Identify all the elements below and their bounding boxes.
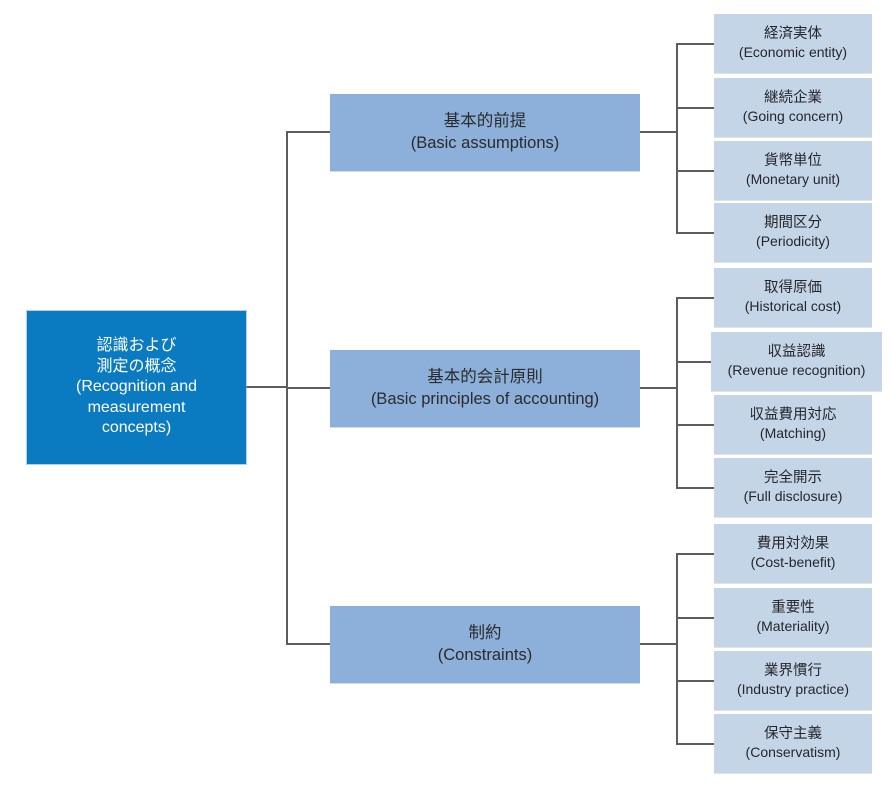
leaf-node-label-jp: 完全開示 [764, 470, 822, 487]
leaf-node-label-en: (Historical cost) [744, 297, 842, 314]
leaf-node-materiality[interactable]: 重要性 (Materiality) [714, 588, 872, 647]
leaf-node-label-jp: 経済実体 [764, 26, 822, 43]
connector-to-branch-3 [286, 643, 332, 645]
connector-branch-1-leaf-2 [676, 107, 715, 109]
connector-branch-3-leaf-1 [676, 553, 715, 555]
leaf-node-label-jp: 重要性 [771, 600, 815, 617]
branch-node-label-jp: 制約 [468, 624, 502, 643]
branch-node-label-jp: 基本的前提 [443, 112, 527, 131]
root-node[interactable]: 認識および 測定の概念 (Recognition and measurement… [27, 311, 246, 464]
branch-node-basic-principles[interactable]: 基本的会計原則 (Basic principles of accounting) [330, 350, 640, 427]
connector-branch-3-spine [676, 553, 678, 744]
branch-node-label-en: (Basic principles of accounting) [370, 389, 600, 408]
leaf-node-label-jp: 業界慣行 [764, 663, 822, 680]
leaf-node-label-jp: 継続企業 [764, 90, 822, 107]
leaf-node-label-en: (Conservatism) [745, 743, 841, 760]
root-node-label-en-3: concepts) [101, 419, 172, 437]
leaf-node-matching[interactable]: 収益費用対応 (Matching) [714, 395, 872, 454]
leaf-node-label-jp: 期間区分 [764, 215, 822, 232]
connector-branch-3-stub [640, 643, 678, 645]
connector-branch-3-leaf-2 [676, 617, 715, 619]
leaf-node-revenue-recognition[interactable]: 収益認識 (Revenue recognition) [711, 332, 882, 391]
root-node-label-jp-1: 認識および [96, 337, 177, 355]
connector-branch-2-leaf-1 [676, 297, 715, 299]
connector-branch-1-leaf-4 [676, 232, 715, 234]
connector-branch-1-spine [676, 43, 678, 233]
branch-node-constraints[interactable]: 制約 (Constraints) [330, 606, 640, 683]
connector-branch-2-leaf-3 [676, 424, 715, 426]
root-node-label-en-1: (Recognition and [76, 378, 197, 396]
leaf-node-label-en: (Full disclosure) [743, 487, 843, 504]
branch-node-label-en: (Constraints) [437, 645, 533, 664]
connector-branch-1-leaf-1 [676, 43, 715, 45]
leaf-node-label-jp: 貨幣単位 [764, 153, 822, 170]
leaf-node-label-jp: 収益費用対応 [749, 407, 837, 424]
leaf-node-historical-cost[interactable]: 取得原価 (Historical cost) [714, 268, 872, 327]
connector-branch-2-leaf-2 [676, 361, 712, 363]
leaf-node-label-jp: 保守主義 [764, 726, 822, 743]
leaf-node-label-en: (Revenue recognition) [727, 361, 866, 378]
connector-branch-3-leaf-4 [676, 743, 715, 745]
leaf-node-cost-benefit[interactable]: 費用対効果 (Cost-benefit) [714, 524, 872, 583]
leaf-node-industry-practice[interactable]: 業界慣行 (Industry practice) [714, 651, 872, 710]
leaf-node-periodicity[interactable]: 期間区分 (Periodicity) [714, 203, 872, 262]
leaf-node-label-jp: 取得原価 [764, 280, 822, 297]
connector-branch-2-spine [676, 297, 678, 488]
leaf-node-label-en: (Industry practice) [736, 680, 850, 697]
connector-to-branch-2 [286, 387, 332, 389]
root-node-label-jp-2: 測定の概念 [96, 357, 177, 375]
connector-branch-2-leaf-4 [676, 487, 715, 489]
branch-node-basic-assumptions[interactable]: 基本的前提 (Basic assumptions) [330, 94, 640, 171]
leaf-node-conservatism[interactable]: 保守主義 (Conservatism) [714, 714, 872, 773]
leaf-node-monetary-unit[interactable]: 貨幣単位 (Monetary unit) [714, 141, 872, 200]
leaf-node-full-disclosure[interactable]: 完全開示 (Full disclosure) [714, 458, 872, 517]
leaf-node-label-en: (Monetary unit) [745, 170, 841, 187]
leaf-node-label-jp: 費用対効果 [756, 536, 830, 553]
leaf-node-economic-entity[interactable]: 経済実体 (Economic entity) [714, 14, 872, 73]
leaf-node-label-en: (Periodicity) [756, 232, 830, 249]
connector-to-branch-1 [286, 131, 332, 133]
leaf-node-label-en: (Going concern) [742, 107, 844, 124]
leaf-node-label-en: (Matching) [759, 424, 827, 441]
leaf-node-label-en: (Materiality) [756, 617, 830, 634]
connector-branch-1-stub [640, 131, 678, 133]
leaf-node-going-concern[interactable]: 継続企業 (Going concern) [714, 78, 872, 137]
leaf-node-label-en: (Cost-benefit) [750, 553, 836, 570]
connector-root-stub [246, 386, 288, 388]
connector-branch-1-leaf-3 [676, 170, 715, 172]
branch-node-label-jp: 基本的会計原則 [427, 368, 543, 387]
connector-branch-3-leaf-3 [676, 680, 715, 682]
connector-branch-2-stub [640, 387, 678, 389]
root-node-label-en-2: measurement [87, 398, 186, 416]
branch-node-label-en: (Basic assumptions) [410, 133, 560, 152]
leaf-node-label-en: (Economic entity) [738, 43, 848, 60]
leaf-node-label-jp: 収益認識 [767, 344, 826, 361]
